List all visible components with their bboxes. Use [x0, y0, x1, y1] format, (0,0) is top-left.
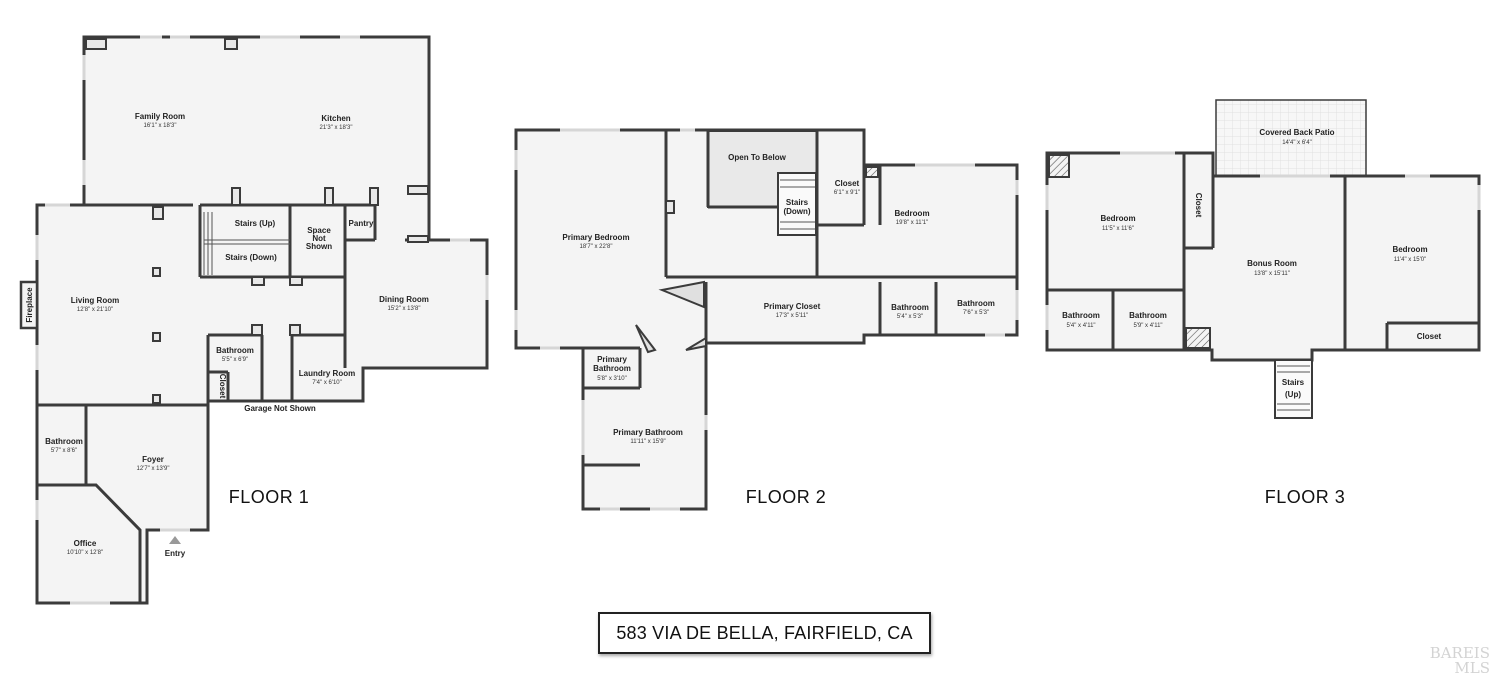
stairs-label: Stairs [786, 198, 809, 207]
room-dims: 5'4" x 4'11" [1066, 323, 1095, 329]
space-label: Not [312, 234, 326, 243]
room-dims: 12'8" x 21'10" [77, 307, 113, 313]
garage-label: Garage Not Shown [244, 404, 316, 413]
room-name: Foyer [142, 455, 164, 464]
room-name: Bonus Room [1247, 259, 1297, 268]
floor-2-text: Primary Bedroom 18'7" x 22'8" Open To Be… [562, 153, 994, 445]
room-name: Primary Bathroom [613, 428, 683, 437]
room-dims: 19'8" x 11'1" [896, 220, 928, 226]
room-dims: 17'3" x 5'11" [776, 313, 808, 319]
fireplace-label: Fireplace [25, 287, 34, 323]
room-name: Bathroom [1129, 311, 1167, 320]
property-address: 583 VIA DE BELLA, FAIRFIELD, CA [616, 622, 913, 643]
floor-2-label: FLOOR 2 [746, 487, 827, 507]
room-dims: 5'8" x 3'10" [597, 376, 627, 382]
room-dims: 5'9" x 4'11" [1133, 323, 1162, 329]
room-dims: 18'7" x 22'8" [580, 244, 613, 250]
room-dims: 5'5" x 6'9" [222, 357, 248, 363]
room-name: Kitchen [321, 114, 350, 123]
room-name: Laundry Room [299, 369, 355, 378]
room-name: Office [74, 539, 97, 548]
room-name: Primary [597, 355, 627, 364]
room-dims: 16'1" x 18'3" [144, 123, 177, 129]
fireplace [19, 280, 39, 330]
stairs-label: Stairs [1282, 378, 1305, 387]
room-dims: 5'7" x 8'6" [51, 448, 77, 454]
room-name: Bathroom [593, 364, 631, 373]
floor-3-text: Covered Back Patio 14'4" x 6'4" Bedroom … [1062, 128, 1441, 399]
entry-label: Entry [165, 549, 186, 558]
floor-2-plan [514, 128, 1019, 511]
room-name: Bedroom [1100, 214, 1135, 223]
stairs-down-label: Stairs (Down) [225, 253, 277, 262]
room-dims: 5'4" x 5'3" [897, 314, 923, 320]
stairs-up-label: Stairs (Up) [235, 219, 276, 228]
floor-3-plan [1045, 99, 1481, 419]
entry-arrow-icon [169, 536, 181, 544]
room-name: Living Room [71, 296, 119, 305]
room-dims: 11'4" x 15'0" [1394, 257, 1426, 263]
stairs-label: (Up) [1285, 390, 1301, 399]
room-name: Bedroom [1392, 245, 1427, 254]
stairs-label: (Down) [783, 207, 810, 216]
open-below-label: Open To Below [728, 153, 786, 162]
room-dims: 11'11" x 15'9" [630, 439, 665, 445]
room-dims: 12'7" x 13'9" [137, 466, 170, 472]
covered-patio [1215, 99, 1367, 177]
room-name: Primary Bedroom [562, 233, 629, 242]
room-dims: 7'6" x 5'3" [963, 310, 989, 316]
room-name: Bathroom [1062, 311, 1100, 320]
closet-label: Closet [218, 374, 227, 399]
mls-watermark: BAREIS MLS [1418, 646, 1490, 686]
closet-label: Closet [1417, 332, 1442, 341]
room-name: Family Room [135, 112, 185, 121]
room-dims: 10'10" x 12'8" [67, 550, 103, 556]
room-name: Bathroom [216, 346, 254, 355]
floor-3-label: FLOOR 3 [1265, 487, 1346, 507]
room-name: Closet [835, 179, 860, 188]
room-name: Bathroom [957, 299, 995, 308]
room-name: Primary Closet [764, 302, 821, 311]
watermark-line: BAREIS [1429, 644, 1490, 662]
address-box: 583 VIA DE BELLA, FAIRFIELD, CA [598, 612, 931, 654]
room-dims: 21'3" x 18'3" [320, 125, 353, 131]
room-dims: 6'1" x 9'1" [834, 190, 860, 196]
room-dims: 11'5" x 11'6" [1102, 226, 1134, 232]
room-dims: 13'8" x 15'11" [1254, 271, 1290, 277]
room-name: Bathroom [891, 303, 929, 312]
room-dims: 15'2" x 13'8" [388, 306, 421, 312]
room-name: Bathroom [45, 437, 83, 446]
room-name: Bedroom [894, 209, 929, 218]
floor-1-text: Family Room 16'1" x 18'3" Kitchen 21'3" … [25, 112, 429, 558]
floor-1-stairs [203, 212, 290, 275]
pantry-label: Pantry [349, 219, 374, 228]
space-label: Shown [306, 242, 332, 251]
room-dims: 7'4" x 6'10" [312, 380, 342, 386]
floor-1-label: FLOOR 1 [229, 487, 310, 507]
watermark-line: MLS [1454, 659, 1490, 677]
room-name: Dining Room [379, 295, 429, 304]
closet-label: Closet [1194, 193, 1203, 218]
floor-1-plan [19, 35, 489, 605]
room-dims: 14'4" x 6'4" [1282, 140, 1312, 146]
room-name: Covered Back Patio [1259, 128, 1334, 137]
space-label: Space [307, 226, 331, 235]
